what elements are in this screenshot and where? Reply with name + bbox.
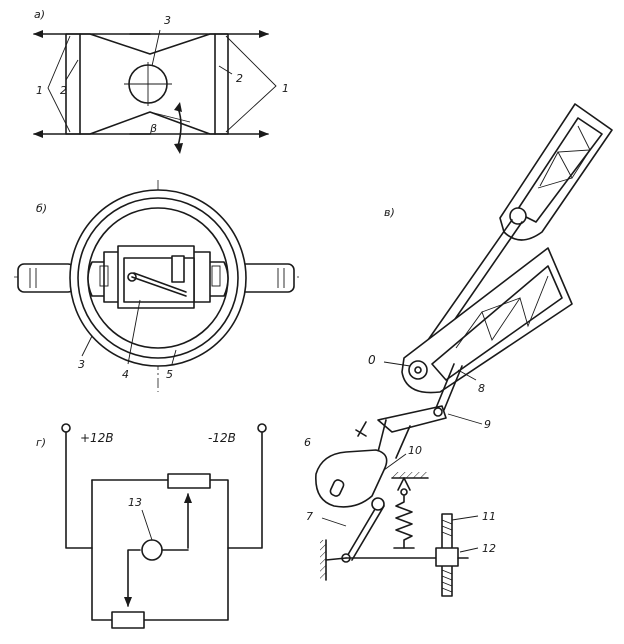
panel-g: г) +12В -12В 13	[36, 423, 267, 629]
potentiometer-top	[167, 473, 211, 489]
label-10: 10	[408, 444, 422, 457]
label-o: 0	[368, 353, 376, 367]
pointer-arm	[131, 276, 187, 297]
terminal-plus	[61, 423, 71, 433]
panel-b: б) 3 4 5	[14, 180, 300, 392]
shaft-right	[239, 263, 295, 293]
label-1-right: 1	[282, 82, 289, 95]
panel-a-label: а)	[34, 8, 45, 21]
panel-b-label: б)	[36, 202, 47, 215]
label-7: 7	[306, 510, 313, 523]
sensor-rod	[435, 363, 455, 409]
pusher-rod	[345, 503, 379, 559]
panel-v-label: в)	[384, 206, 395, 219]
potentiometer-bottom	[111, 611, 145, 629]
label-beta: β	[149, 122, 157, 135]
lever	[377, 405, 447, 433]
shaft-left	[17, 263, 75, 293]
label-plus12: +12В	[80, 431, 114, 445]
label-12: 12	[482, 542, 496, 555]
label-9: 9	[484, 418, 491, 431]
label-3-a: 3	[164, 14, 171, 27]
upper-boom	[499, 103, 613, 241]
slider	[435, 547, 459, 567]
label-minus12: -12В	[208, 431, 236, 445]
label-5: 5	[166, 368, 173, 381]
panel-g-label: г)	[36, 436, 46, 449]
sensor-body	[65, 33, 229, 135]
spring	[395, 495, 413, 549]
label-13: 13	[128, 496, 142, 509]
label-4: 4	[122, 368, 129, 381]
terminal-minus	[257, 423, 267, 433]
label-8: 8	[478, 382, 485, 395]
lower-boom	[401, 247, 573, 394]
label-6: 6	[304, 436, 311, 449]
panel-a: а) 3 1 2 1 2 β	[33, 8, 289, 154]
tie-rod	[413, 219, 513, 361]
label-3-b: 3	[78, 358, 85, 371]
panel-v: в) 0 8	[304, 103, 613, 597]
label-2-left: 2	[60, 84, 67, 97]
label-2-right: 2	[236, 72, 243, 85]
meter	[141, 539, 163, 561]
label-1-left: 1	[36, 84, 43, 97]
label-11: 11	[482, 510, 496, 523]
